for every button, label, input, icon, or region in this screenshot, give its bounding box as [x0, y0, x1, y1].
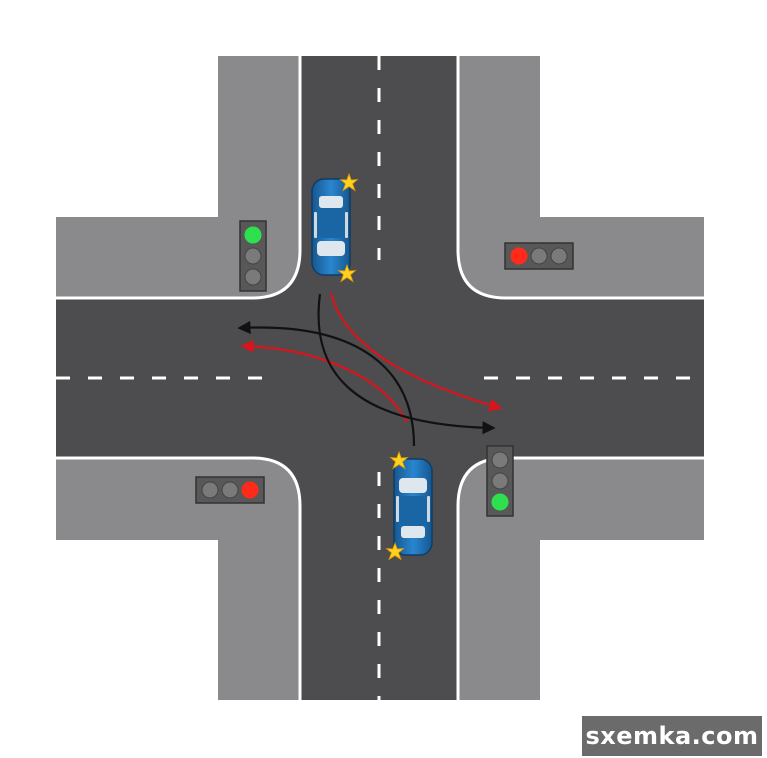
movement-paths [237, 292, 503, 447]
lamp-middle [244, 247, 262, 265]
red-path-north-car [329, 292, 503, 412]
traffic-light-north-west [239, 220, 267, 292]
lamp-bottom [491, 493, 509, 511]
lamp-left [510, 247, 528, 265]
lamp-left [201, 481, 219, 499]
car-south [386, 451, 433, 560]
traffic-light-north-east [504, 242, 574, 270]
lamp-middle [530, 247, 548, 265]
lamp-right [241, 481, 259, 499]
lamp-bottom [244, 268, 262, 286]
lamp-middle [221, 481, 239, 499]
road-surface [56, 56, 704, 700]
roads [56, 56, 704, 700]
traffic-light-south-east [486, 445, 514, 517]
black-path-south-car [237, 320, 416, 447]
red-path-south-car [240, 339, 408, 423]
watermark: sxemka.com [582, 716, 762, 756]
lamp-top [491, 451, 509, 469]
black-path-north-car [317, 293, 496, 435]
lamp-right [550, 247, 568, 265]
traffic-light-south-west [195, 476, 265, 504]
lane-markings [56, 56, 704, 700]
lamp-top [244, 226, 262, 244]
lamp-middle [491, 472, 509, 490]
